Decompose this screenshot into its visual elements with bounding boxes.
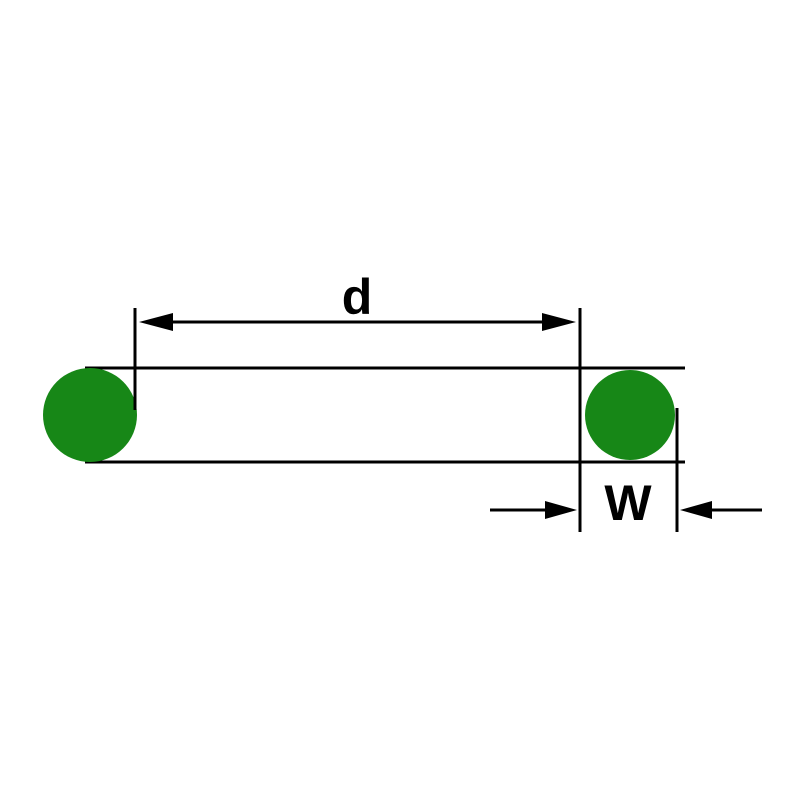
arrowhead-right-icon (542, 313, 576, 331)
oring-cross-section-right (585, 370, 675, 460)
oring-cross-section-left (43, 368, 137, 462)
arrowhead-w-right-icon (680, 501, 712, 519)
arrowhead-w-left-icon (545, 501, 577, 519)
inner-diameter-label: d (342, 269, 373, 325)
arrowhead-left-icon (139, 313, 173, 331)
cross-section-width-label: W (604, 475, 652, 531)
